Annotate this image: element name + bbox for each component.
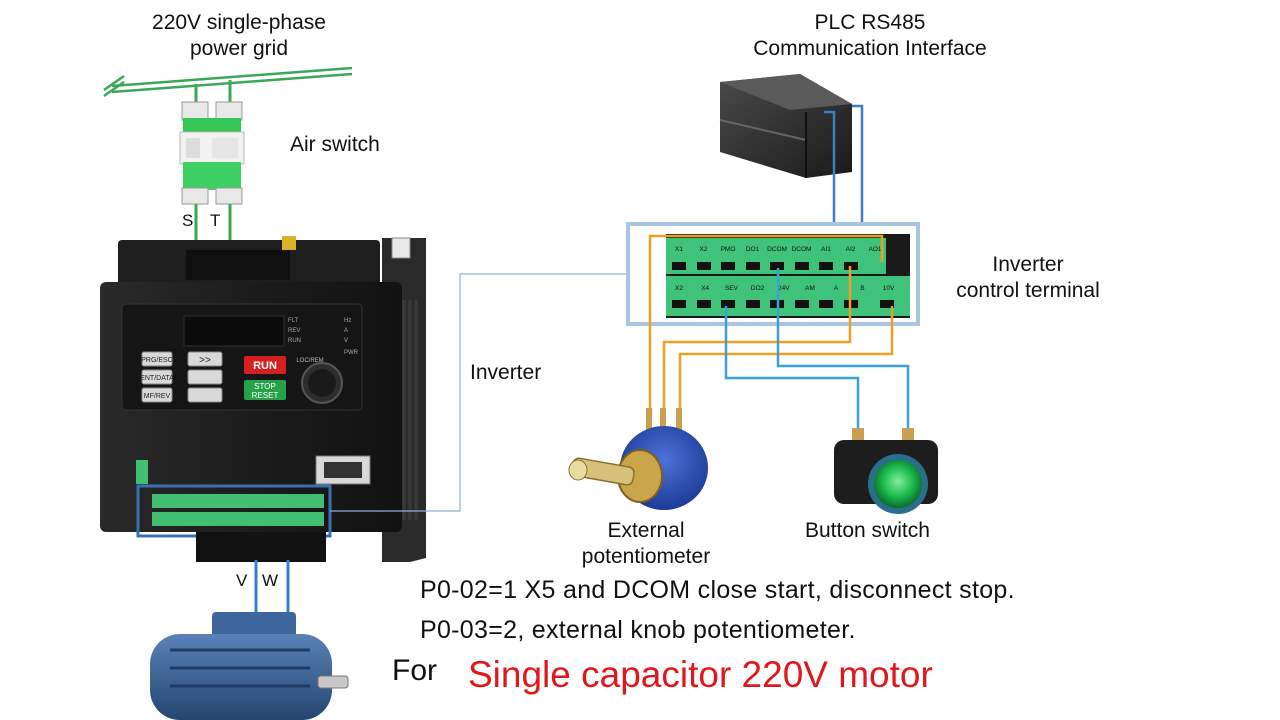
indicator-flt: FLT [288,318,299,324]
control-terminal-label: Inverter control terminal [920,252,1136,304]
plc-label: PLC RS485 Communication Interface [690,10,1050,62]
power-grid-label: 220V single-phase power grid [104,10,374,62]
inverter-label: Inverter [470,361,542,384]
terminal-top-label-8: AO1 [868,246,881,253]
terminal-top-label-5: DCOM [792,246,812,253]
motor-icon [150,612,349,720]
power-grid-lines [103,66,353,98]
key-ent-label[interactable]: ENT/DATA [140,375,174,382]
control-terminal-line1: Inverter [992,253,1064,276]
air-switch-label: Air switch [290,133,380,156]
terminal-top-labels: X1 X2 PMO DO1 DCOM DCOM AI1 AI2 AO1 [675,246,882,253]
plc-line2: Communication Interface [753,37,987,60]
terminal-top-label-4: DCOM [767,246,787,253]
terminal-bottom-label-6: A [834,285,839,292]
unit-pwr: PWR [344,350,359,356]
terminal-leader-line [330,273,628,512]
potentiometer-line2: potentiometer [581,545,711,568]
plc-line1: PLC RS485 [814,11,926,34]
terminal-bottom-label-4: 24V [778,285,790,292]
unit-hz: Hz [344,318,351,324]
terminal-bottom-label-8: 10V [883,285,895,292]
key-shift-label[interactable]: >> [199,355,211,366]
key-stop-label[interactable]: STOP [254,382,276,391]
plc-icon [719,74,852,178]
terminal-top-label-0: X1 [675,246,683,253]
terminal-bottom-labels: X2 X4 SEV DO2 24V AM A B 10V [675,285,895,292]
power-grid-line2: power grid [189,37,289,60]
air-switch-icon [179,101,245,205]
potentiometer-label: External potentiometer [548,518,744,570]
key-loc-label: LOC/REM [296,358,323,364]
key-prg-label[interactable]: PRG/ESC [141,357,173,364]
indicator-rev: REV [288,328,300,334]
potentiometer-line1: External [607,519,685,542]
terminal-bottom-label-3: DO2 [751,285,765,292]
key-run-label[interactable]: RUN [253,360,277,372]
key-reset-label[interactable]: RESET [252,391,279,400]
potentiometer-wires [648,234,894,412]
inverter-to-motor-wires [254,560,290,614]
key-mf-label[interactable]: MF/REV [144,393,171,400]
terminal-top-label-3: DO1 [746,246,760,253]
terminal-bottom-label-0: X2 [675,285,683,292]
terminal-bottom-label-7: B [860,285,864,292]
note-line2: P0-03=2, external knob potentiometer. [420,616,856,644]
note-line1: P0-02=1 X5 and DCOM close start, disconn… [420,576,1015,604]
terminal-bottom-label-2: SEV [725,285,739,292]
button-switch-label: Button switch [805,519,930,542]
terminal-top-label-2: PMO [721,246,736,253]
terminal-top-label-1: X2 [700,246,708,253]
terminal-top-label-6: AI1 [821,246,831,253]
potentiometer-icon [568,408,708,510]
button-switch-icon [834,428,938,514]
terminal-bottom-label-1: X4 [701,285,709,292]
footer-prefix: For [392,654,437,687]
indicator-run: RUN [288,338,301,344]
unit-a: A [344,328,348,334]
terminal-t-label: T [210,211,221,230]
terminal-bottom-label-5: AM [805,285,815,292]
terminal-v-label: V [236,571,248,590]
control-terminal-line2: control terminal [956,279,1100,302]
terminal-w-label: W [262,571,279,590]
unit-v: V [344,338,348,344]
terminal-s-label: S [182,211,194,230]
footer-title: Single capacitor 220V motor [468,654,933,695]
inverter-icon [100,236,426,562]
power-grid-line1: 220V single-phase [152,11,326,34]
button-switch-wires [724,268,910,432]
terminal-top-label-7: AI2 [846,246,856,253]
